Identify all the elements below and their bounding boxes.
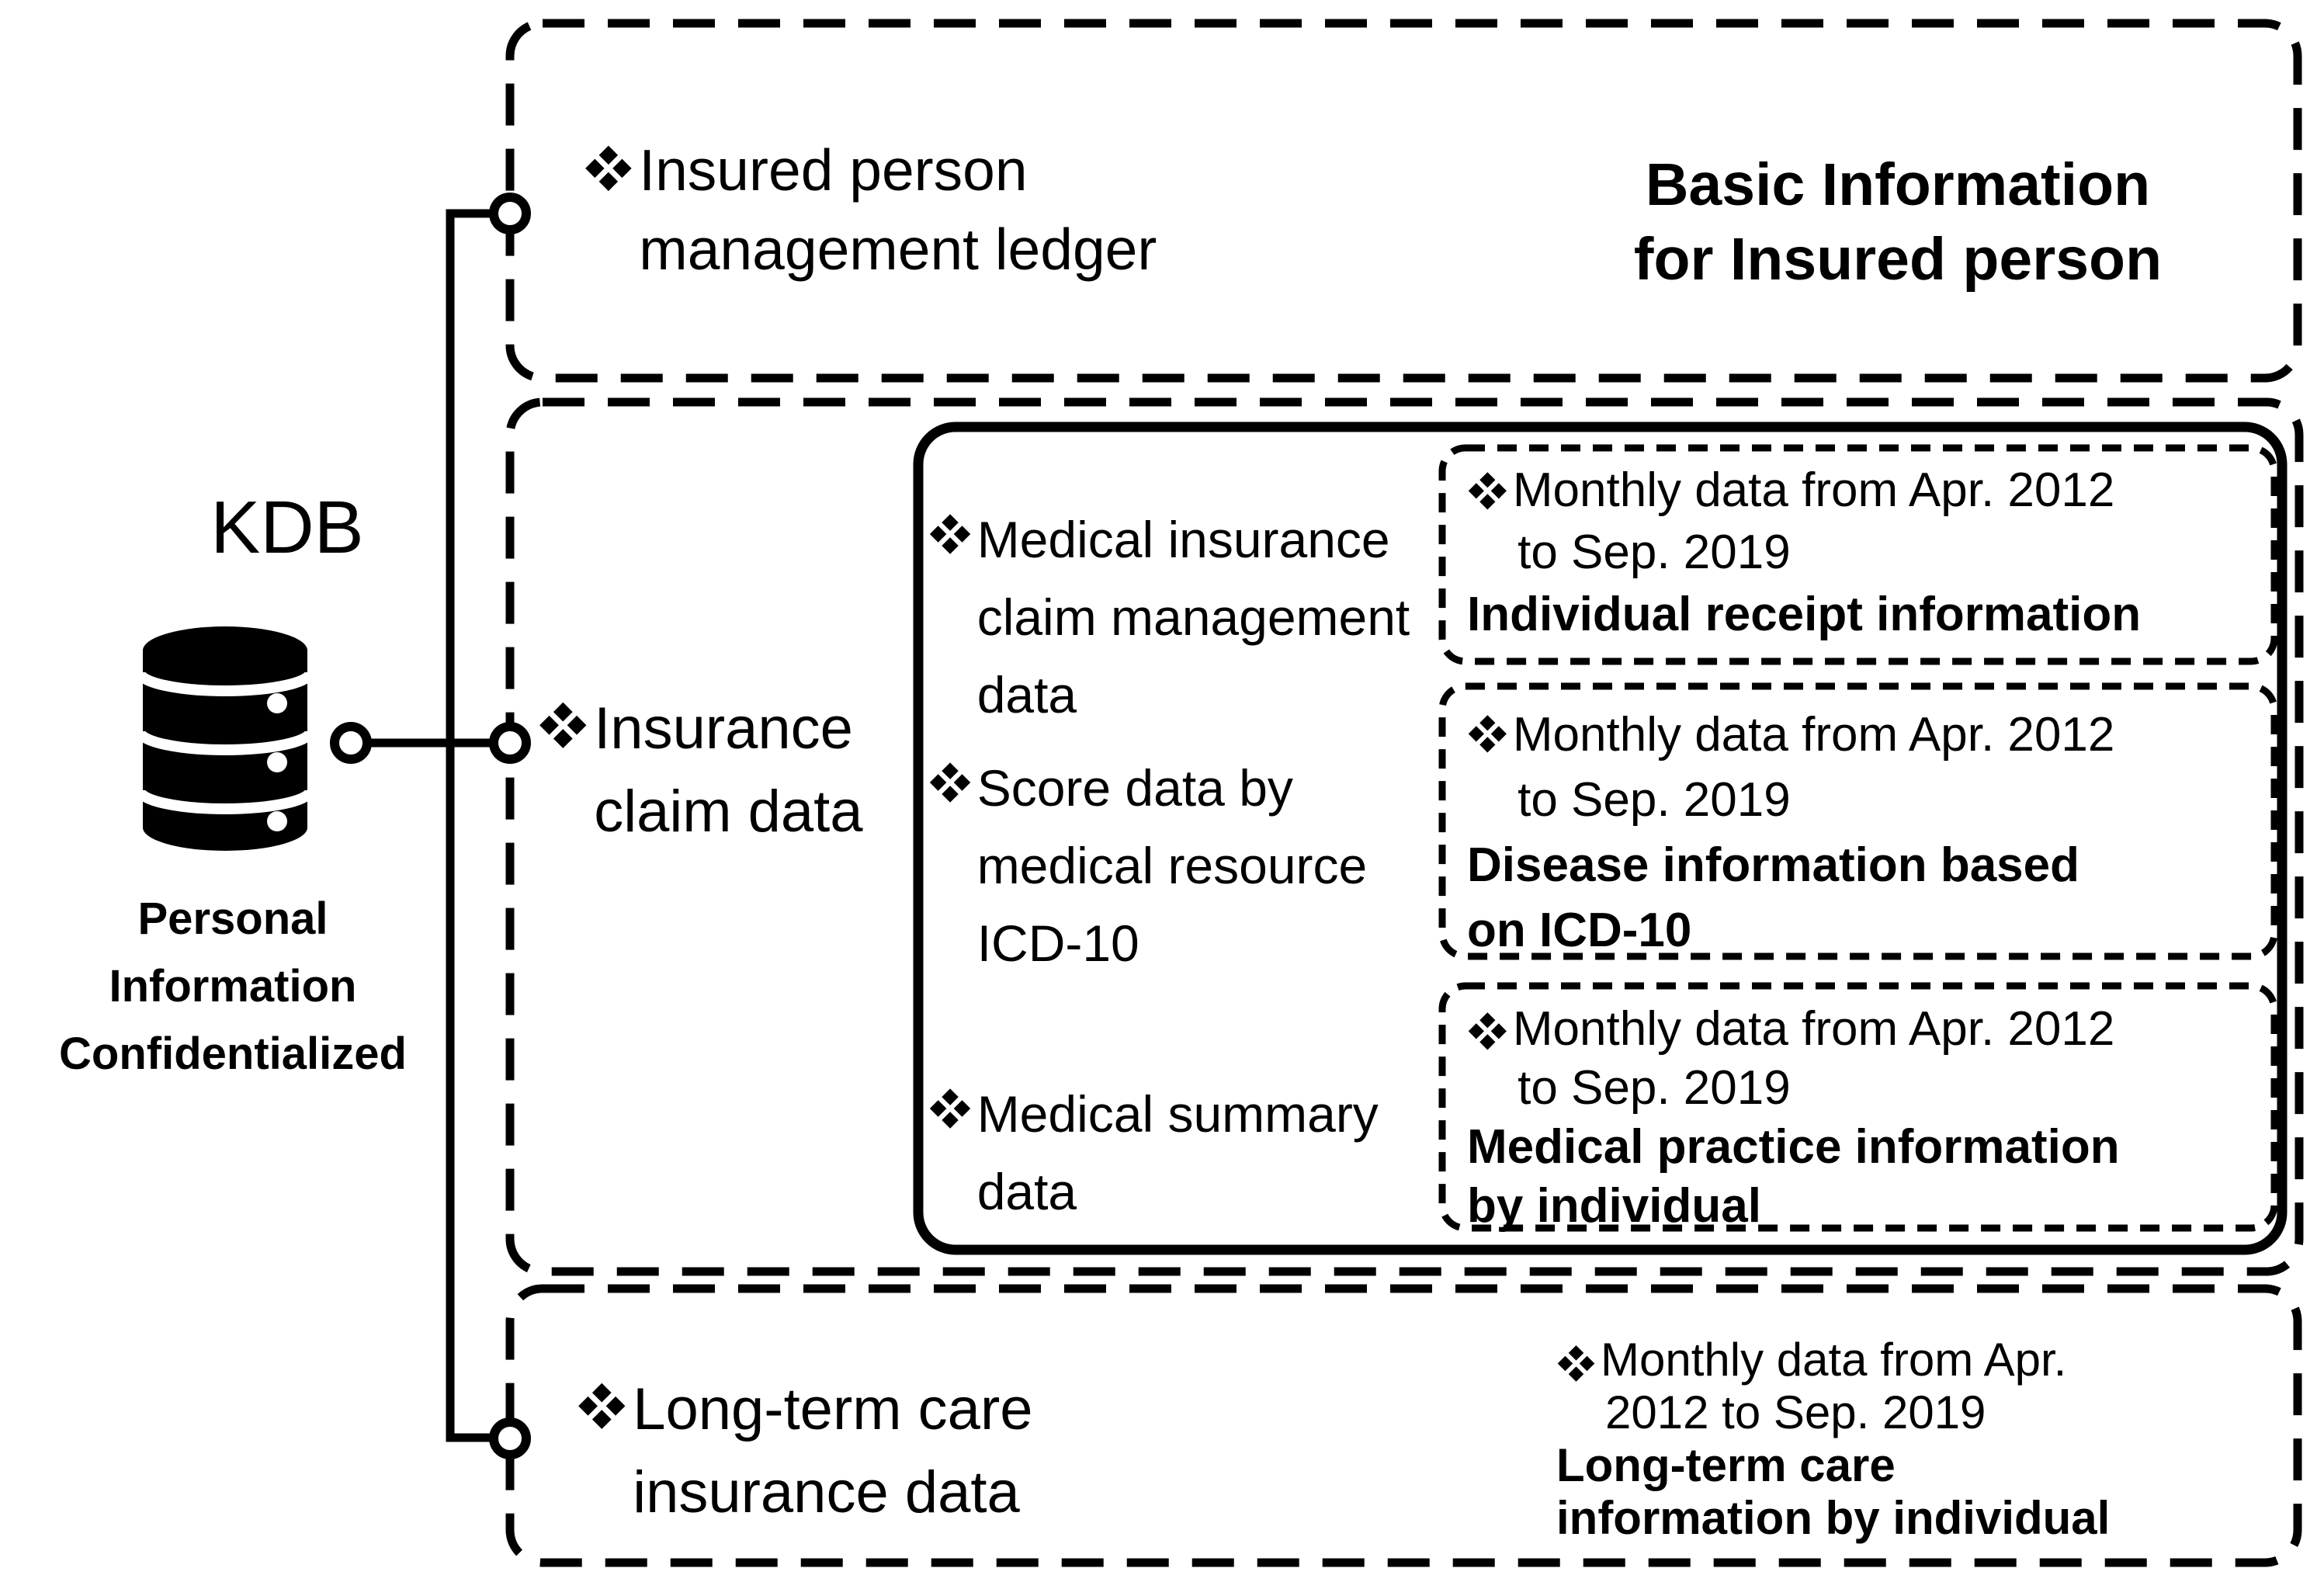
medical-claim-line: Medical insurance <box>976 511 1390 568</box>
top-box-border <box>505 19 2302 383</box>
period-line: to Sep. 2019 <box>1517 526 1791 579</box>
sub-box-title: Disease information based <box>1467 838 2080 892</box>
diamond-bullet-icon <box>1557 1345 1595 1383</box>
long-term-care-item: Long-term care insurance data <box>577 1368 1033 1534</box>
sub-box-title: by individual <box>1467 1179 1761 1233</box>
kdb-caption-line: Personal <box>137 893 328 944</box>
medical-claim-line: data <box>976 666 1077 723</box>
score-data-item: Score data by medical resource ICD-10 <box>928 749 1367 982</box>
basic-info-title: Basic Information for Insured person <box>1576 147 2220 297</box>
sub-box-disease-info: Monthly data from Apr. 2012 to Sep. 2019… <box>1467 703 2251 963</box>
inner-box-border <box>913 422 2288 1255</box>
diamond-bullet-icon <box>539 702 587 748</box>
long-term-care-line: insurance data <box>633 1459 1020 1525</box>
score-data-line: ICD-10 <box>976 914 1139 972</box>
period-line: 2012 to Sep. 2019 <box>1605 1386 1986 1438</box>
medical-claim-line: claim management <box>976 588 1410 646</box>
insurance-claim-line: claim data <box>594 779 863 845</box>
diamond-bullet-icon <box>585 145 632 191</box>
medical-summary-item: Medical summary data <box>928 1075 1379 1230</box>
insurance-claim-label: Insurance claim data <box>538 687 863 853</box>
bottom-box-border <box>505 1284 2302 1567</box>
insured-ledger-line: Insured person <box>639 137 1028 203</box>
long-term-care-line: Long-term care <box>633 1376 1033 1442</box>
score-data-line: Score data by <box>976 759 1293 817</box>
medical-summary-line: Medical summary <box>976 1085 1379 1143</box>
connector-circle-top <box>489 193 531 234</box>
diamond-bullet-icon <box>1468 714 1507 753</box>
middle-box-border <box>505 397 2304 1276</box>
connector-trunk-line <box>446 209 510 1442</box>
sub-box-individual-receipt-border <box>1438 444 2278 665</box>
long-term-title-line: information by individual <box>1556 1492 2111 1544</box>
kdb-caption-line: Information <box>109 961 357 1011</box>
connector-circle-middle <box>489 722 531 764</box>
diamond-bullet-icon <box>929 762 971 803</box>
period-line: Monthly data from Apr. 2012 <box>1512 463 2115 517</box>
database-icon <box>134 626 316 851</box>
insured-ledger-line: management ledger <box>639 217 1157 282</box>
sub-box-title: Medical practice information <box>1467 1120 2120 1174</box>
diamond-bullet-icon <box>929 1088 971 1129</box>
score-data-line: medical resource <box>976 837 1368 894</box>
connector-circle-kdb <box>330 722 372 764</box>
basic-info-line: for Insured person <box>1633 226 2163 293</box>
kdb-label: KDB <box>210 486 364 569</box>
period-line: to Sep. 2019 <box>1517 773 1791 827</box>
medical-claim-item: Medical insurance claim management data <box>928 501 1410 734</box>
diamond-bullet-icon <box>1468 1011 1507 1050</box>
diamond-bullet-icon <box>578 1383 626 1429</box>
kdb-caption-line: Confidentialized <box>59 1029 407 1079</box>
sub-box-medical-practice-border <box>1438 982 2278 1232</box>
period-line: Monthly data from Apr. <box>1601 1334 2067 1386</box>
sub-box-title: Individual receipt information <box>1467 588 2142 641</box>
insured-ledger-item: Insured person management ledger <box>584 130 1157 289</box>
basic-info-line: Basic Information <box>1645 151 2151 218</box>
sub-box-disease-info-border <box>1438 682 2278 960</box>
period-line: to Sep. 2019 <box>1517 1061 1791 1115</box>
connector-circle-bottom <box>489 1417 531 1459</box>
medical-summary-line: data <box>976 1163 1077 1220</box>
diamond-bullet-icon <box>929 513 971 554</box>
diamond-bullet-icon <box>1468 471 1507 510</box>
kdb-caption: Personal Information Confidentialized <box>23 885 442 1088</box>
sub-box-individual-receipt: Monthly data from Apr. 2012 to Sep. 2019… <box>1467 460 2251 646</box>
period-line: Monthly data from Apr. 2012 <box>1512 708 2115 762</box>
long-term-title-line: Long-term care <box>1556 1439 1896 1491</box>
long-term-info-block: Monthly data from Apr. 2012 to Sep. 2019… <box>1556 1334 2286 1545</box>
period-line: Monthly data from Apr. 2012 <box>1512 1002 2115 1056</box>
insurance-claim-line: Insurance <box>594 696 853 762</box>
sub-box-medical-practice: Monthly data from Apr. 2012 to Sep. 2019… <box>1467 1000 2251 1236</box>
sub-box-title: on ICD-10 <box>1467 904 1692 957</box>
